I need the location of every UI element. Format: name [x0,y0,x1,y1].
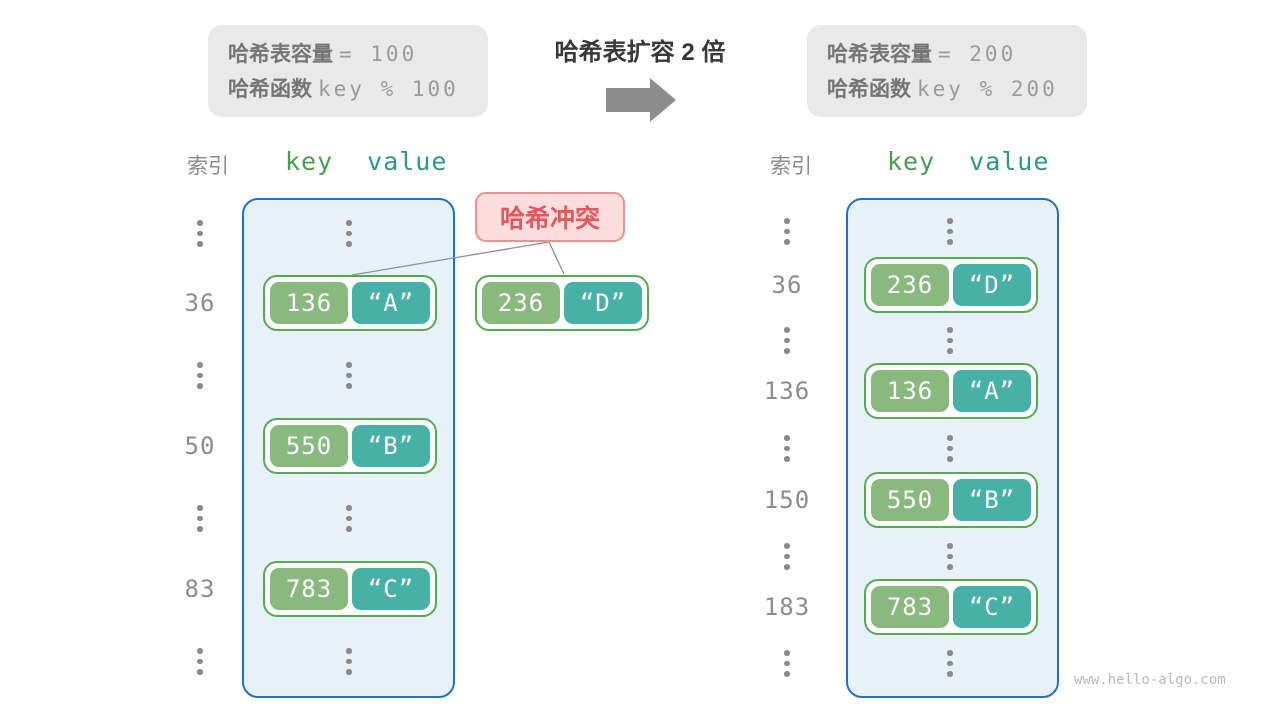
key-cell: 550 [270,425,348,467]
capacity-line: 哈希表容量 = 100 [228,37,488,72]
index-label: 83 [184,575,216,603]
value-column-header: value [969,147,1050,176]
hash-function-label: 哈希函数 [827,78,911,101]
value-cell: “D” [564,282,642,324]
ellipsis-dots [757,327,817,354]
index-label: 183 [763,593,811,621]
ellipsis-dots [920,543,980,570]
value-cell: “B” [953,479,1031,521]
key-column-header: key [887,147,936,176]
ellipsis-dots [319,505,379,532]
ellipsis-dots [319,648,379,675]
ellipsis-dots [319,362,379,389]
hash-function-value: key % 200 [917,77,1058,101]
value-column-header: value [367,147,448,176]
capacity-label: 哈希表容量 [228,43,333,66]
ellipsis-dots [170,220,230,247]
key-cell: 550 [871,479,949,521]
index-label: 36 [184,289,216,317]
index-label: 50 [184,432,216,460]
value-cell: “D” [953,264,1031,306]
capacity-value: = 100 [339,42,418,66]
ellipsis-dots [757,435,817,462]
diagram-title: 哈希表扩容 2 倍 [554,39,726,66]
hash-function-label: 哈希函数 [228,78,312,101]
key-cell: 236 [871,264,949,306]
kv-column-header-right: key value [887,147,1049,176]
key-cell: 236 [482,282,560,324]
hash-function-line: 哈希函数 key % 200 [827,72,1087,107]
value-cell: “C” [352,568,430,610]
kv-pair-783C: 783 “C” [263,561,437,617]
kv-pair-136A: 136 “A” [864,363,1038,419]
info-box-after: 哈希表容量 = 200 哈希函数 key % 200 [807,25,1087,117]
key-cell: 783 [270,568,348,610]
value-cell: “A” [953,370,1031,412]
ellipsis-dots [920,435,980,462]
ellipsis-dots [757,218,817,245]
kv-pair-550B: 550 “B” [864,472,1038,528]
key-cell: 136 [871,370,949,412]
key-column-header: key [285,147,334,176]
right-arrow-icon [606,78,676,122]
kv-pair-collision-236D: 236 “D” [475,275,649,331]
ellipsis-dots [757,543,817,570]
kv-pair-783C: 783 “C” [864,579,1038,635]
hash-collision-label: 哈希冲突 [475,192,625,242]
index-column-header-left: 索引 [187,155,229,178]
ellipsis-dots [170,505,230,532]
ellipsis-dots [920,650,980,677]
index-label: 136 [763,377,811,405]
hash-function-line: 哈希函数 key % 100 [228,72,488,107]
hash-function-value: key % 100 [318,77,459,101]
value-cell: “A” [352,282,430,324]
ellipsis-dots [920,327,980,354]
kv-pair-236D: 236 “D” [864,257,1038,313]
index-label: 150 [763,486,811,514]
ellipsis-dots [319,220,379,247]
kv-pair-550B: 550 “B” [263,418,437,474]
kv-column-header-left: key value [285,147,447,176]
value-cell: “B” [352,425,430,467]
ellipsis-dots [170,362,230,389]
key-cell: 783 [871,586,949,628]
index-column-header-right: 索引 [770,155,812,178]
ellipsis-dots [757,650,817,677]
index-label: 36 [771,271,803,299]
key-cell: 136 [270,282,348,324]
info-box-before: 哈希表容量 = 100 哈希函数 key % 100 [208,25,488,117]
value-cell: “C” [953,586,1031,628]
watermark: www.hello-algo.com [1074,672,1226,688]
capacity-label: 哈希表容量 [827,43,932,66]
ellipsis-dots [170,648,230,675]
capacity-line: 哈希表容量 = 200 [827,37,1087,72]
capacity-value: = 200 [938,42,1017,66]
ellipsis-dots [920,218,980,245]
kv-pair-136A: 136 “A” [263,275,437,331]
